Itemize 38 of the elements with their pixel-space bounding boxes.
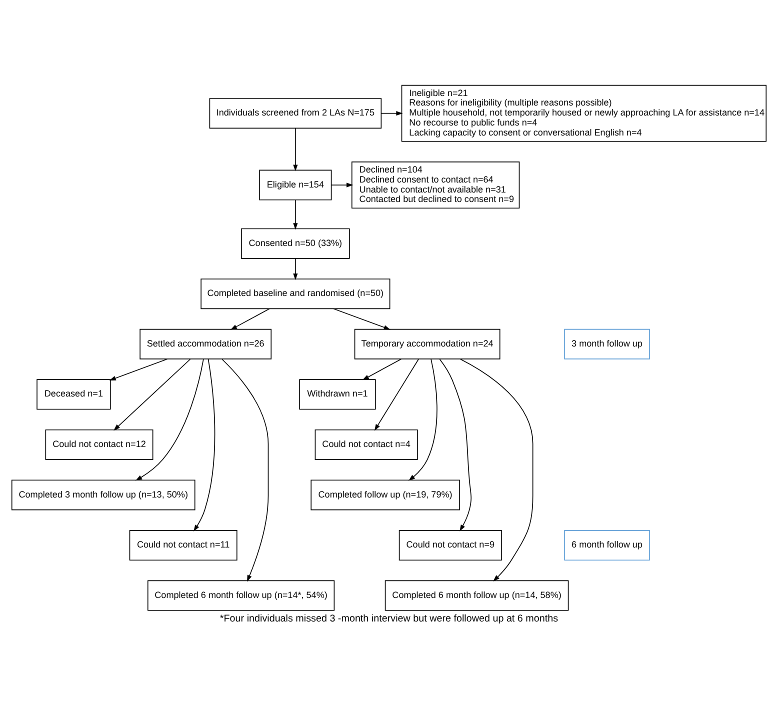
node-box: Withdrawn n=1	[299, 378, 376, 410]
arrow	[408, 358, 438, 480]
node-box: Could not contact n=9	[398, 530, 502, 560]
arrow	[222, 358, 269, 582]
node-box: Ineligible n=21 Reasons for ineligibility (multiple reasons possible) Multiple household, not temporarily housed or newly approaching LA for assistance n=14 No recourse to public funds n=4 Lacking capacity to consent or conversational English n=4	[401, 84, 767, 142]
arrow	[230, 308, 270, 330]
node-box: Could not contact n=12	[45, 428, 154, 460]
arrow	[380, 110, 403, 116]
arrow	[293, 199, 298, 230]
arrow	[460, 358, 534, 581]
node-box: Declined n=104 Declined consent to contact n=64 Unable to contact/not available n=31 Contacted but declined to consent n=9	[352, 161, 520, 208]
arrow	[333, 308, 390, 330]
node-box: Individuals screened from 2 LAs N=175	[209, 98, 382, 128]
arrow	[439, 358, 472, 531]
node-box: Could not contact n=4	[314, 428, 418, 460]
node-box: Temporary accommodation n=24	[354, 328, 500, 359]
node-box: Consented n=50 (33%)	[241, 228, 350, 258]
arrow	[362, 358, 402, 380]
node-box: 3 month follow up	[564, 328, 650, 359]
node-box: Could not contact n=11	[129, 530, 238, 560]
node-box: Deceased n=1	[36, 378, 111, 410]
node-box: Eligible n=154	[259, 169, 332, 200]
arrow	[135, 358, 204, 480]
node-box: Completed baseline and randomised (n=50)	[200, 278, 390, 309]
arrow	[293, 258, 298, 280]
caption: *Four individuals missed 3 -month interview but were followed up at 6 months	[220, 613, 558, 624]
arrow	[194, 358, 216, 531]
node-box: Completed 6 month follow up (n=14, 58%)	[384, 580, 569, 610]
arrow	[114, 358, 191, 430]
arrow	[109, 358, 168, 380]
node-box: Completed 6 month follow up (n=14*, 54%)	[147, 580, 335, 610]
node-box: Completed follow up (n=19, 79%)	[310, 479, 460, 510]
arrow	[374, 358, 419, 430]
node-box: Completed 3 month follow up (n=13, 50%)	[11, 479, 196, 510]
node-box: Settled accommodation n=26	[140, 328, 272, 359]
node-box: 6 month follow up	[564, 530, 650, 560]
arrow	[293, 127, 298, 171]
arrow	[331, 182, 354, 187]
